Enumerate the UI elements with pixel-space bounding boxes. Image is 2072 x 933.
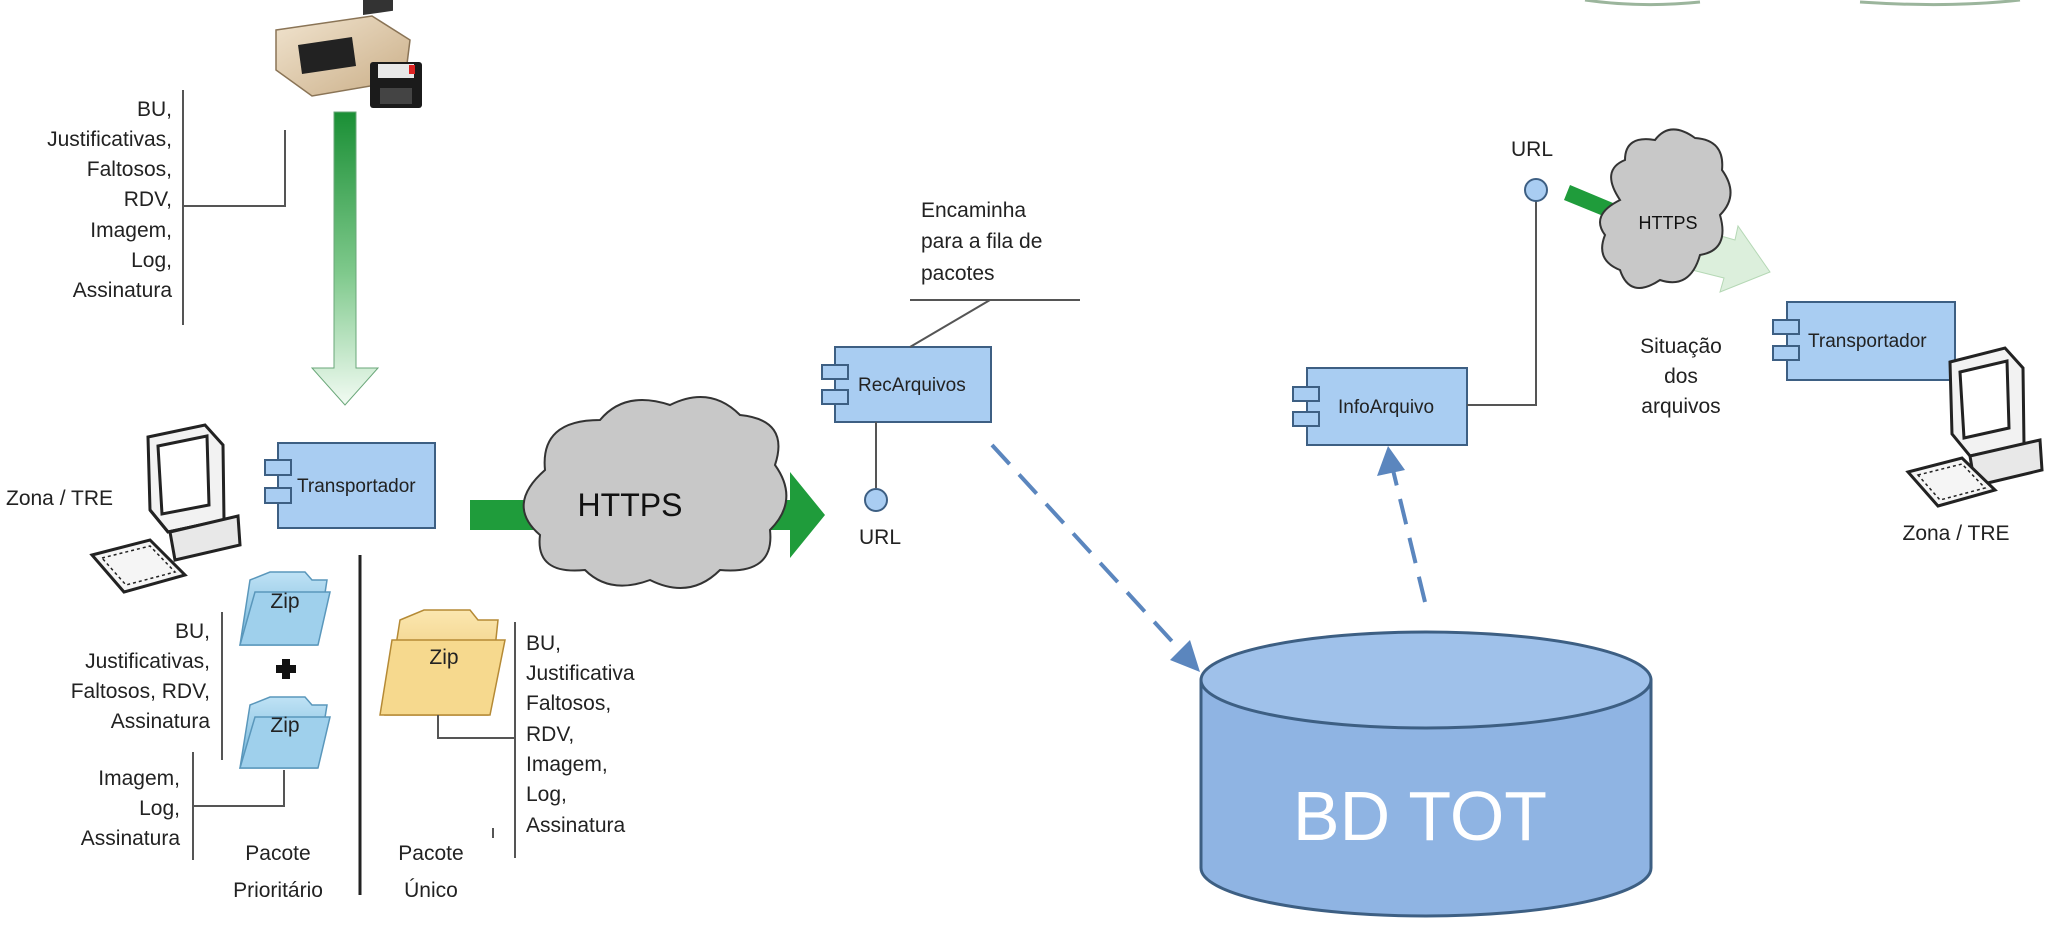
https-small-label: HTTPS [1638,213,1697,233]
unico-file-list: BU, Justificativa Faltosos, RDV, Imagem,… [526,632,635,837]
zip-folder-label-2: Zip [270,714,299,737]
zona-tre-right-label: Zona / TRE [1903,522,2010,545]
url-interface-left [864,488,888,512]
dashed-arrow-to-db [990,443,1182,652]
url-right-label: URL [1511,138,1553,161]
zip2-item: Log, [139,797,180,820]
unico-item: BU, [526,632,561,655]
dashed-arrow-to-infoarquivo [1391,469,1427,603]
unico-item: Justificativa [526,662,635,685]
transportador-left-component: Transportador [264,442,436,529]
pacote-unico-line1: Pacote [398,842,463,865]
url-interface-right [1524,178,1548,202]
pacote-prioritario-line2: Prioritário [233,879,323,902]
transportador-right-component: Transportador [1772,301,1956,381]
unico-item: Assinatura [526,814,626,837]
encaminha-note-line [909,299,1080,348]
urna-item: Assinatura [73,279,173,302]
urna-item: Faltosos, [87,158,172,181]
zip1-item: BU, [175,620,210,643]
zip1-item: Justificativas, [85,650,210,673]
upload-arrow-vertical [310,111,380,406]
zip2-bracket [192,752,285,860]
zip1-file-list: BU, Justificativas, Faltosos, RDV, Assin… [71,620,211,733]
https-cloud-large [522,396,788,589]
encaminha-note-line2: para a fila de [921,230,1042,253]
zip-folder-icon-1 [239,571,331,646]
infoarquivo-label: InfoArquivo [1338,397,1434,418]
zona-tre-left-label: Zona / TRE [6,487,113,510]
situacao-line2: dos [1664,365,1698,388]
urna-item: Imagem, [90,219,172,242]
zip2-item: Assinatura [81,827,181,850]
urna-list-bracket [182,90,286,325]
transportador-left-label: Transportador [297,476,416,497]
zip-folder-label-unico: Zip [429,646,458,669]
database-label: BD TOT [1293,777,1547,855]
unico-item: RDV, [526,723,574,746]
unico-item: Imagem, [526,753,608,776]
zip1-item: Faltosos, RDV, [71,680,210,703]
urna-item: RDV, [124,188,172,211]
plus-icon [276,659,296,679]
urna-item: Log, [131,249,172,272]
unico-item: Log, [526,783,567,806]
https-large-label: HTTPS [578,487,683,523]
zip-folder-icon-2 [238,696,331,769]
dashed-arrowhead-db [1170,640,1200,672]
zip2-item: Imagem, [98,767,180,790]
infoarquivo-component: InfoArquivo [1292,367,1468,446]
infoarquivo-url-link [1467,200,1537,406]
dashed-arrowhead-info [1377,446,1405,476]
unico-item: Faltosos, [526,692,611,715]
urna-item: BU, [137,98,172,121]
small-tick [492,828,494,838]
urna-item: Justificativas, [47,128,172,151]
zip-folder-icon-unico [379,609,506,716]
encaminha-note-line1: Encaminha [921,199,1026,222]
encaminha-note-line3: pacotes [921,262,995,285]
zip-folder-label-1: Zip [270,590,299,613]
zip2-file-list: Imagem, Log, Assinatura [81,767,181,850]
recarquivos-label: RecArquivos [858,375,966,396]
https-cloud-small [1599,128,1732,289]
recarquivos-component: RecArquivos [821,346,992,423]
url-left-label: URL [859,526,901,549]
situacao-line1: Situação [1640,335,1722,358]
zip1-item: Assinatura [111,710,211,733]
computer-icon-right [1905,346,2044,508]
voting-machine-icon [275,0,422,108]
database-cylinder [1199,630,1653,918]
urna-file-list: BU, Justificativas, Faltosos, RDV, Image… [47,98,172,302]
header-decoration [1584,0,2021,7]
situacao-line3: arquivos [1641,395,1720,418]
pacote-prioritario-line1: Pacote [245,842,310,865]
transportador-right-label: Transportador [1808,331,1927,352]
unico-connector [437,715,515,739]
pacote-unico-line2: Único [404,879,458,902]
computer-icon-left [89,423,242,594]
